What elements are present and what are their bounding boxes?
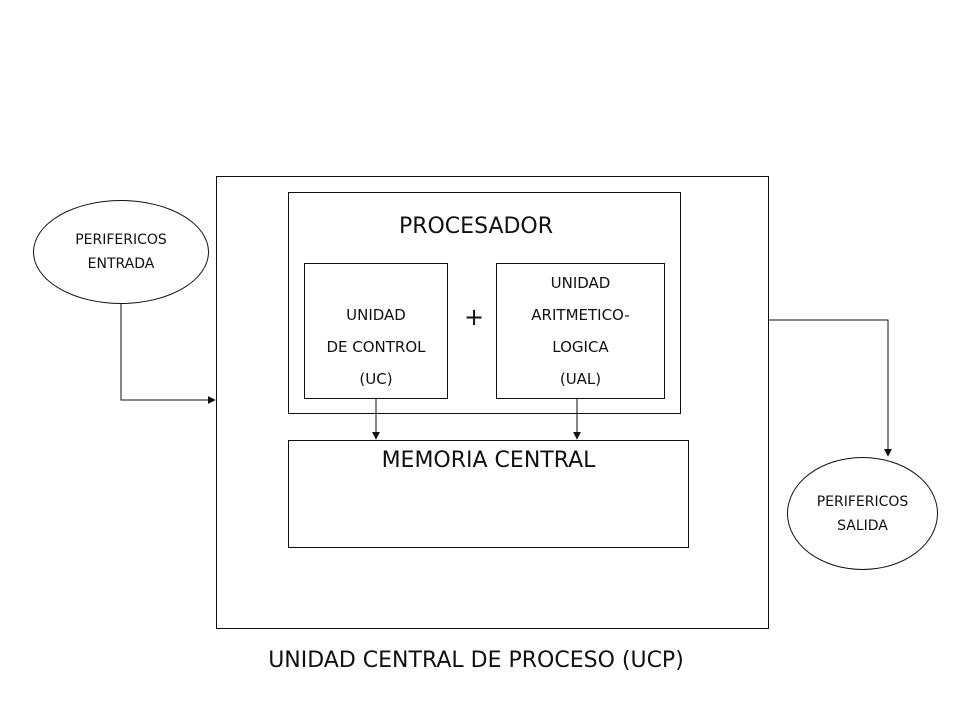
- alu-line: ARITMETICO-: [531, 306, 630, 324]
- memory-box: [288, 440, 689, 548]
- alu-line: UNIDAD: [550, 274, 611, 292]
- control-unit-box: [304, 263, 448, 399]
- plus-sign: +: [463, 303, 485, 331]
- output-peripherals-line: SALIDA: [837, 517, 888, 534]
- ucp-box: [216, 176, 769, 629]
- control-unit-label: UNIDAD DE CONTROL (UC): [304, 299, 448, 395]
- input-peripherals-node: PERIFERICOS ENTRADA: [33, 200, 209, 304]
- input-to-ucp-arrow: [120, 304, 216, 404]
- output-peripherals-node: PERIFERICOS SALIDA: [787, 457, 938, 570]
- control-unit-line: (UC): [359, 370, 393, 388]
- alu-label: UNIDAD ARITMETICO- LOGICA (UAL): [496, 267, 665, 395]
- alu-line: LOGICA: [552, 338, 609, 356]
- memory-title: MEMORIA CENTRAL: [381, 448, 596, 473]
- ucp-to-output-arrow: [769, 319, 892, 457]
- alu-box: [496, 263, 665, 399]
- alu-line: (UAL): [559, 370, 602, 388]
- processor-title: PROCESADOR: [398, 214, 554, 239]
- input-peripherals-line: PERIFERICOS: [75, 232, 167, 248]
- output-peripherals-line: PERIFERICOS: [816, 493, 909, 510]
- control-unit-line: DE CONTROL: [326, 338, 426, 356]
- processor-box: [288, 192, 681, 414]
- ucp-caption: UNIDAD CENTRAL DE PROCESO (UCP): [268, 648, 684, 673]
- control-unit-line: UNIDAD: [346, 306, 406, 324]
- input-peripherals-line: ENTRADA: [87, 256, 155, 272]
